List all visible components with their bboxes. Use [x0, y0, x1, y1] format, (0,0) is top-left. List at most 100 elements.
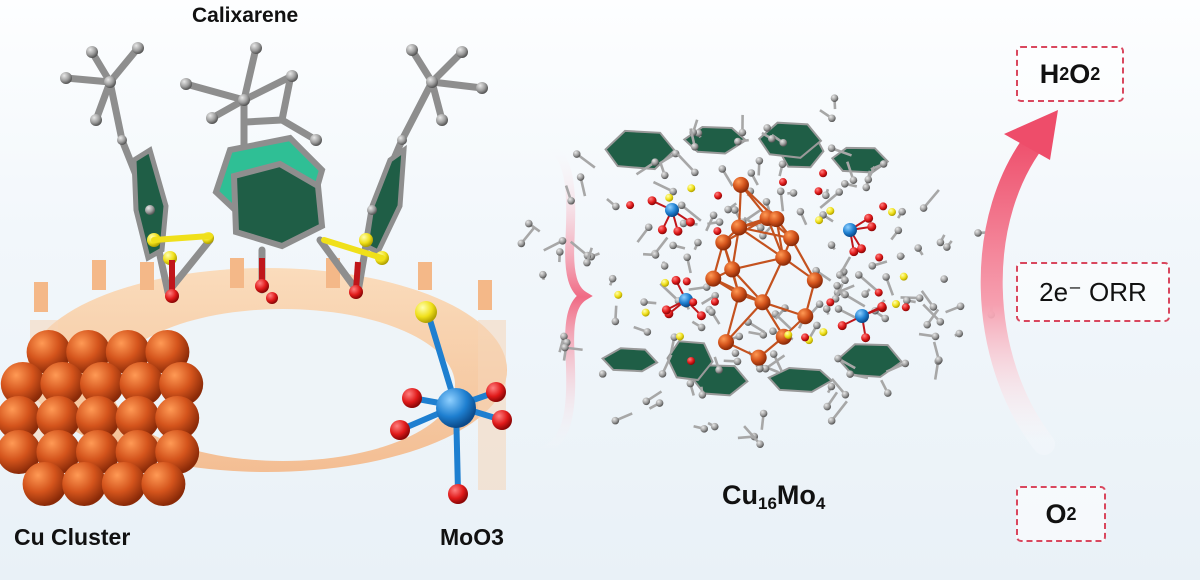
carbon-atom	[828, 383, 836, 391]
carbon-atom	[937, 239, 945, 247]
mo-atom	[665, 203, 679, 217]
carbon-atom	[901, 360, 909, 368]
cu-atom	[754, 294, 770, 310]
o2-o: O	[1045, 499, 1066, 530]
carbon-atom	[833, 282, 841, 290]
oxygen-atom	[849, 247, 858, 256]
carbon-atom	[937, 318, 945, 326]
carbon-atom	[691, 143, 699, 151]
carbon-atom	[642, 397, 650, 405]
cu-atom	[783, 230, 799, 246]
sulfur-atom	[784, 331, 792, 339]
oxygen-atom	[714, 192, 722, 200]
carbon-atom	[556, 248, 564, 256]
carbon-atom	[699, 391, 707, 399]
carbon-atom	[577, 173, 585, 181]
carbon-atom	[930, 303, 938, 311]
carbon-atom	[861, 290, 869, 298]
oxygen-atom	[689, 298, 697, 306]
oxygen-atom	[648, 196, 657, 205]
carbon-atom	[734, 358, 742, 366]
carbon-atom	[661, 262, 669, 270]
carbon-atom	[756, 157, 764, 165]
carbon-atom	[779, 139, 787, 147]
carbon-atom	[842, 391, 850, 399]
carbon-atom	[567, 197, 575, 205]
oxygen-atom	[626, 201, 634, 209]
oxygen-atom	[819, 169, 827, 177]
carbon-atom	[659, 370, 667, 378]
cu16mo4-mo-subscript: 4	[816, 494, 825, 513]
moo3-label: MoO3	[440, 524, 504, 551]
carbon-atom	[769, 327, 777, 335]
cu-atom	[768, 211, 784, 227]
sulfur-atom	[676, 332, 684, 340]
carbon-atom	[841, 276, 849, 284]
carbon-atom	[920, 204, 928, 212]
cu-atom	[705, 271, 721, 287]
sulfur-atom	[819, 328, 827, 336]
sulfur-atom	[892, 300, 900, 308]
carbon-atom	[525, 220, 533, 228]
sulfur-atom	[900, 273, 908, 281]
carbon-atom	[652, 251, 660, 259]
cu-atom	[775, 250, 791, 266]
carbon-atom	[724, 206, 732, 214]
carbon-atom	[518, 240, 526, 248]
oxygen-atom	[662, 305, 671, 314]
carbon-atom	[599, 370, 607, 378]
carbon-atom	[715, 366, 723, 374]
oxygen-atom	[658, 225, 667, 234]
carbon-atom	[710, 211, 718, 219]
carbon-atom	[645, 223, 653, 231]
calixarene-label: Calixarene	[192, 4, 298, 28]
cu-atom	[731, 219, 747, 235]
carbon-atom	[903, 297, 911, 305]
sulfur-atom	[687, 184, 695, 192]
carbon-atom	[828, 144, 836, 152]
cu-atom	[731, 286, 747, 302]
cu-atom	[733, 177, 749, 193]
carbon-atom	[763, 124, 771, 132]
sulfur-atom	[614, 291, 622, 299]
carbon-atom	[583, 259, 591, 267]
cu16mo4-cu-subscript: 16	[758, 494, 777, 513]
cu-sphere	[102, 462, 146, 506]
carbon-atom	[846, 370, 854, 378]
h2o2-product-box: H2O2	[1016, 46, 1124, 102]
sulfur-atom	[661, 279, 669, 287]
carbon-atom	[943, 243, 951, 251]
carbon-atom	[940, 275, 948, 283]
carbon-atom	[831, 94, 839, 102]
carbon-atom	[770, 350, 778, 358]
carbon-atom	[957, 302, 965, 310]
carbon-atom	[756, 365, 764, 373]
carbon-atom	[539, 271, 547, 279]
carbon-atom	[828, 114, 836, 122]
carbon-atom	[732, 349, 740, 357]
carbon-atom	[711, 423, 719, 431]
cu-atom	[718, 334, 734, 350]
oxygen-atom	[779, 178, 787, 186]
carbon-atom	[974, 229, 982, 237]
oxygen-atom	[875, 289, 883, 297]
oxygen-atom	[864, 214, 873, 223]
oxygen-atom	[697, 311, 706, 320]
oxygen-atom	[861, 333, 870, 342]
carbon-atom	[914, 244, 922, 252]
carbon-atom	[760, 410, 768, 418]
carbon-atom	[573, 150, 581, 158]
carbon-atom	[935, 356, 943, 364]
ring	[606, 131, 675, 169]
carbon-atom	[561, 344, 569, 352]
right-curly-brace-icon	[540, 142, 584, 452]
carbon-atom	[656, 399, 664, 407]
carbon-atom	[816, 300, 824, 308]
carbon-atom	[834, 355, 842, 363]
carbon-atom	[669, 242, 677, 250]
carbon-atom	[835, 305, 843, 313]
carbon-atom	[880, 160, 888, 168]
carbon-atom	[559, 237, 567, 245]
carbon-atom	[763, 198, 771, 206]
